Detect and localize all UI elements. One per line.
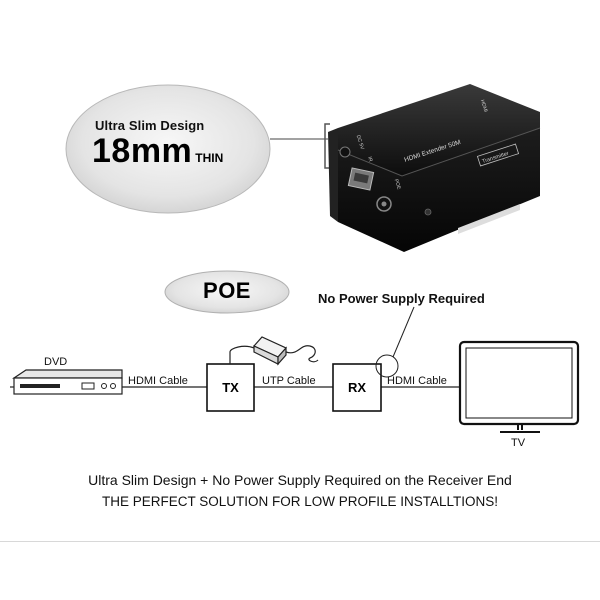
utp-cable-label: UTP Cable: [262, 375, 316, 387]
poe-ellipse: [164, 270, 290, 314]
port-label-ir: IR: [366, 156, 373, 163]
no-power-marker-circle: [375, 354, 399, 378]
port-label-poe: POE: [393, 178, 402, 191]
device-badge-box: [476, 143, 520, 167]
thickness-suffix: THIN: [195, 151, 224, 165]
caption-line-1: Ultra Slim Design + No Power Supply Requ…: [88, 472, 512, 488]
slim-callout-ellipse: [65, 84, 271, 214]
tx-box: [206, 363, 255, 412]
rx-label: RX: [347, 380, 367, 395]
thickness-value: 18mm: [92, 132, 193, 170]
tv-label: TV: [511, 437, 526, 449]
tx-label: TX: [222, 380, 239, 395]
bottom-divider: [0, 541, 600, 542]
side-port-icon: [339, 146, 351, 158]
tv-icon: [458, 340, 580, 433]
port-label-hdmi: HDMI: [479, 99, 489, 113]
caption-line-2: THE PERFECT SOLUTION FOR LOW PROFILE INS…: [101, 494, 499, 509]
port-label-dc: DC 5V: [355, 134, 365, 150]
no-power-label: No Power Supply Required: [318, 291, 485, 306]
dvd-player-icon: [12, 369, 123, 395]
hdmi-cable-label-left: HDMI Cable: [128, 375, 188, 387]
ir-hole-icon: [424, 208, 432, 216]
hdmi-cable-label-right: HDMI Cable: [387, 375, 447, 387]
dvd-label: DVD: [44, 356, 68, 368]
power-adapter-icon: [229, 336, 319, 366]
no-power-leader-line: [392, 306, 415, 358]
extender-device: HDMI Extender 50M Transmitter HDMI DC 5V…: [324, 84, 541, 252]
rj45-port-icon: [347, 167, 375, 191]
slim-design-label: Ultra Slim Design: [95, 118, 205, 133]
poe-label: POE: [203, 278, 251, 303]
rx-box: [332, 363, 382, 412]
